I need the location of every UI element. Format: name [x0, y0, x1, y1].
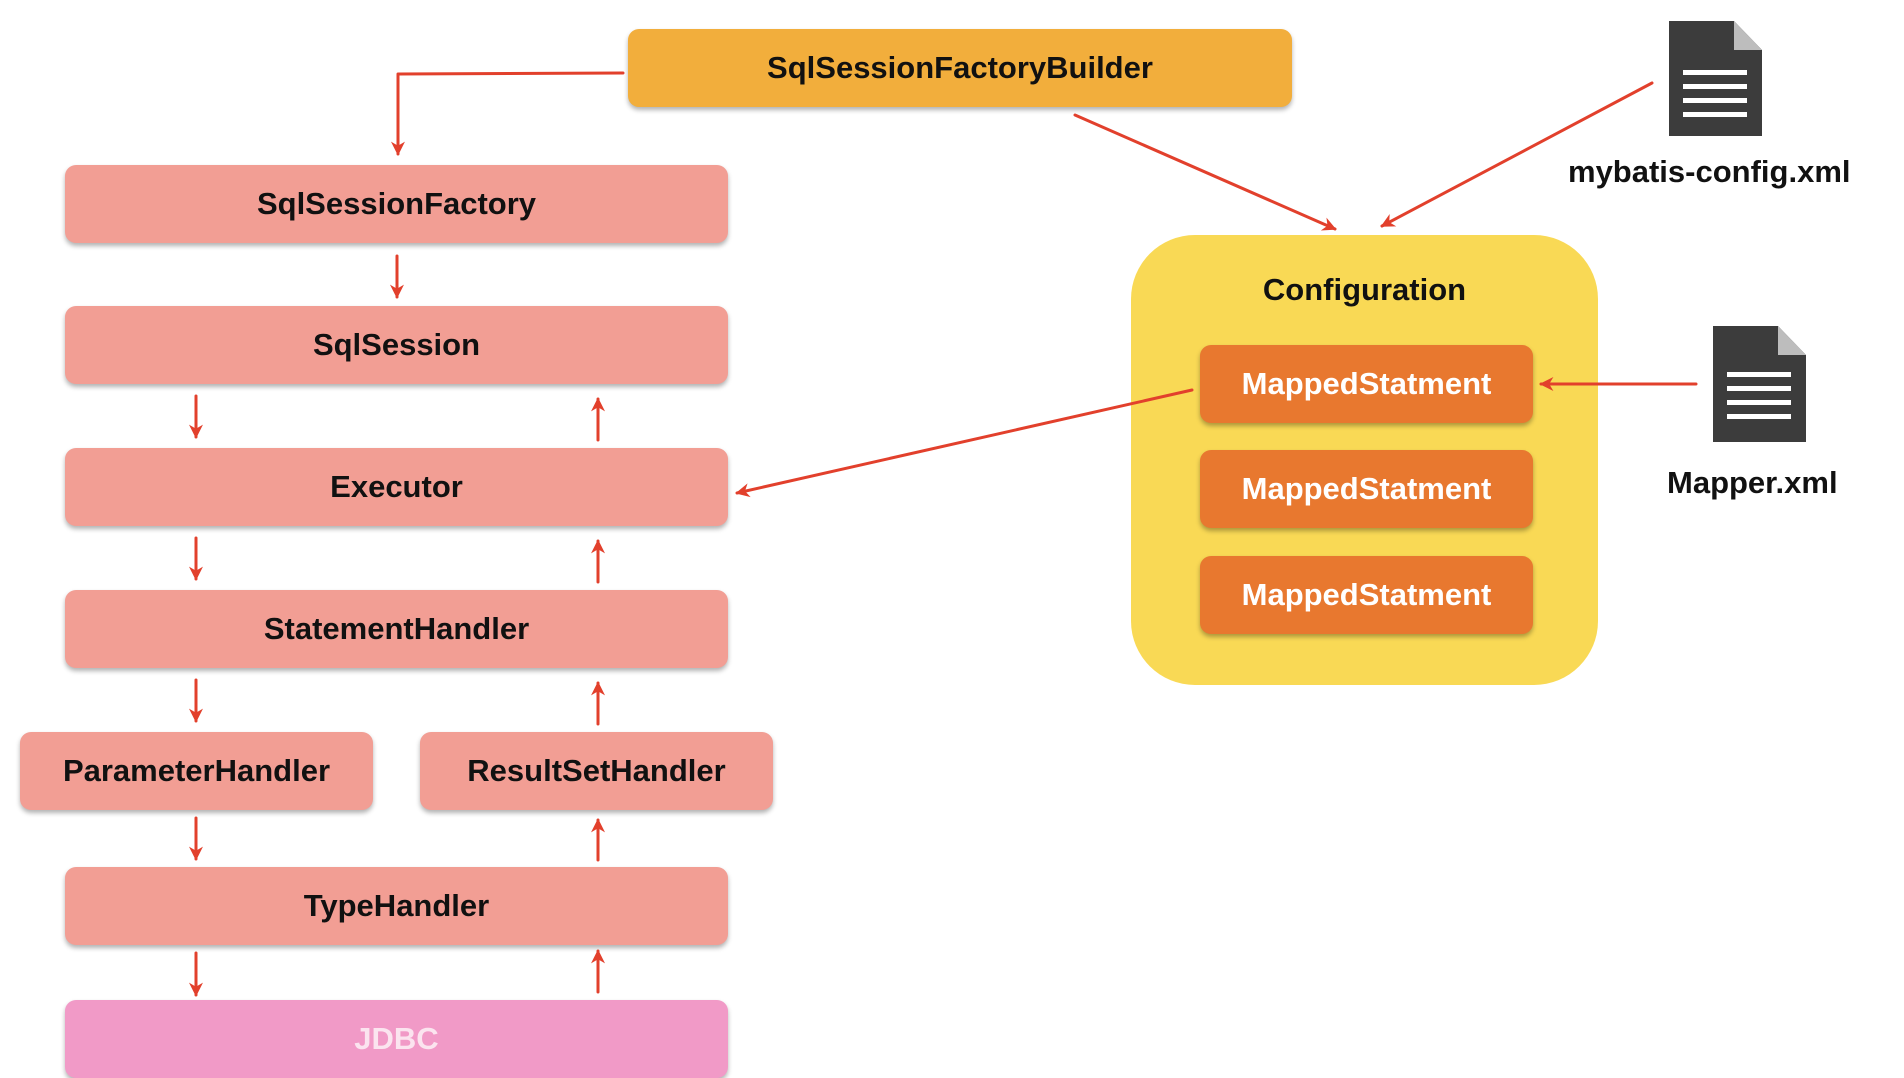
arrow-mapped-statement-to-executor	[735, 388, 1194, 498]
sql-session-factory-node: SqlSessionFactory	[65, 165, 728, 243]
arrow-builder-to-configuration	[1073, 113, 1337, 231]
mapped-statement-node: MappedStatment	[1200, 450, 1533, 528]
executor-node: Executor	[65, 448, 728, 526]
document-icon	[1713, 326, 1806, 442]
statement-handler-node: StatementHandler	[65, 590, 728, 668]
mybatis-config-label: mybatis-config.xml	[1568, 154, 1851, 189]
mapped-statement-node: MappedStatment	[1200, 345, 1533, 423]
arrow-config-file-to-configuration	[1380, 81, 1654, 228]
parameter-handler-node: ParameterHandler	[20, 732, 373, 810]
jdbc-node: JDBC	[65, 1000, 728, 1078]
result-set-handler-node: ResultSetHandler	[420, 732, 773, 810]
mapper-xml-label: Mapper.xml	[1667, 465, 1838, 500]
document-icon	[1669, 21, 1762, 136]
mapped-statement-node: MappedStatment	[1200, 556, 1533, 634]
arrow-builder-to-factory	[390, 71, 625, 156]
configuration-title: Configuration	[1262, 272, 1467, 307]
sql-session-node: SqlSession	[65, 306, 728, 384]
sql-session-factory-builder-node: SqlSessionFactoryBuilder	[628, 29, 1292, 107]
type-handler-node: TypeHandler	[65, 867, 728, 945]
